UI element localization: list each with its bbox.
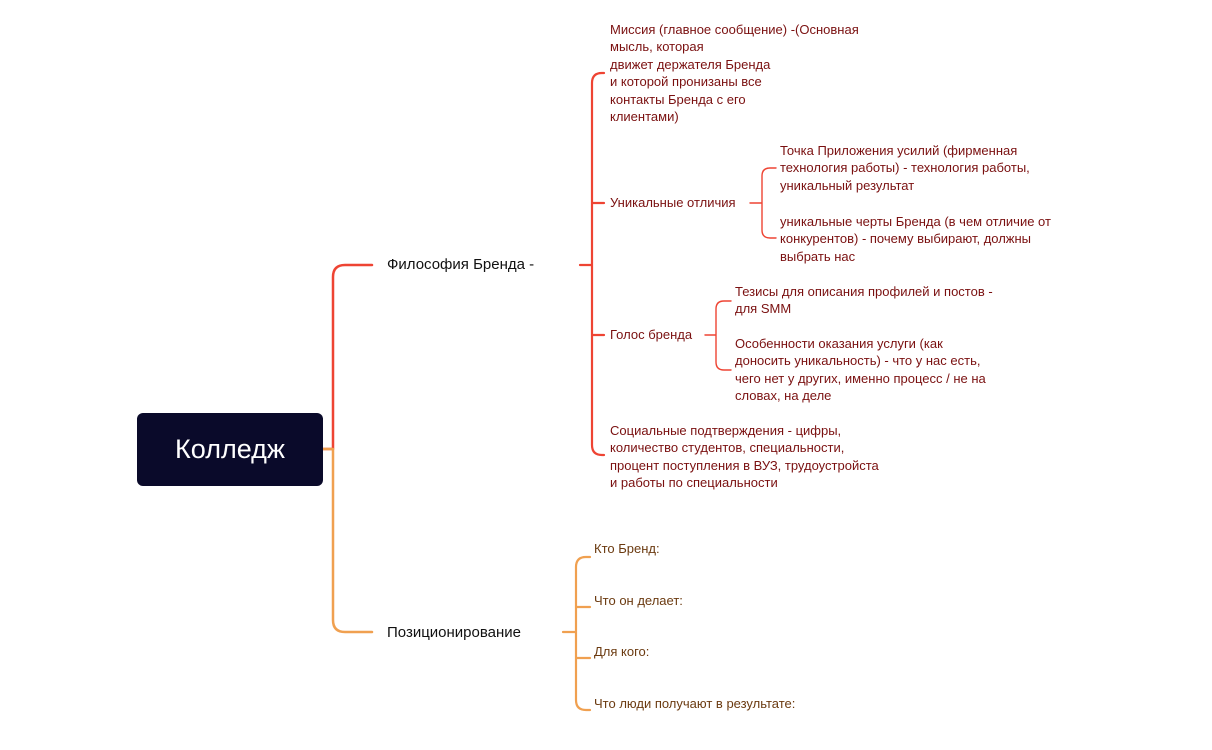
unique-features-node[interactable]: уникальные черты Бренда (в чем отличие о… — [780, 214, 1051, 264]
philosophy-node[interactable]: Философия Бренда - — [387, 256, 534, 273]
positioning-item[interactable]: Кто Бренд: — [594, 541, 660, 556]
unique-differences-node[interactable]: Уникальные отличия — [610, 194, 736, 211]
root-node[interactable]: Колледж — [137, 413, 323, 486]
service-features-node[interactable]: Особенности оказания услуги (как доносит… — [735, 336, 986, 404]
philosophy-label: Философия Бренда - — [387, 256, 535, 273]
connector-root-philosophy — [321, 263, 374, 451]
connector-philosophy-children — [578, 71, 606, 457]
positioning-item[interactable]: Что он делает: — [594, 593, 683, 608]
positioning-item[interactable]: Что люди получают в результате: — [594, 696, 796, 711]
root-label: Колледж — [175, 434, 285, 464]
social-proof-node[interactable]: Социальные подтверждения - цифры, количе… — [610, 423, 879, 491]
smm-theses-node[interactable]: Тезисы для описания профилей и постов - … — [735, 284, 993, 317]
unique-differences-label: Уникальные отличия — [610, 195, 736, 210]
connector-positioning-children — [561, 555, 592, 712]
mission-node[interactable]: Миссия (главное сообщение) -(Основная мы… — [610, 22, 859, 125]
positioning-item[interactable]: Для кого: — [594, 644, 650, 659]
brand-voice-node[interactable]: Голос бренда — [610, 326, 692, 343]
application-point-node[interactable]: Точка Приложения усилий (фирменная техно… — [780, 143, 1030, 193]
positioning-label: Позиционирование — [387, 624, 522, 641]
connector-unique-children — [749, 167, 777, 239]
brand-voice-label: Голос бренда — [610, 327, 693, 342]
positioning-node[interactable]: Позиционирование — [387, 624, 521, 641]
connector-voice-children — [704, 300, 732, 371]
connector-root-positioning — [321, 447, 374, 634]
